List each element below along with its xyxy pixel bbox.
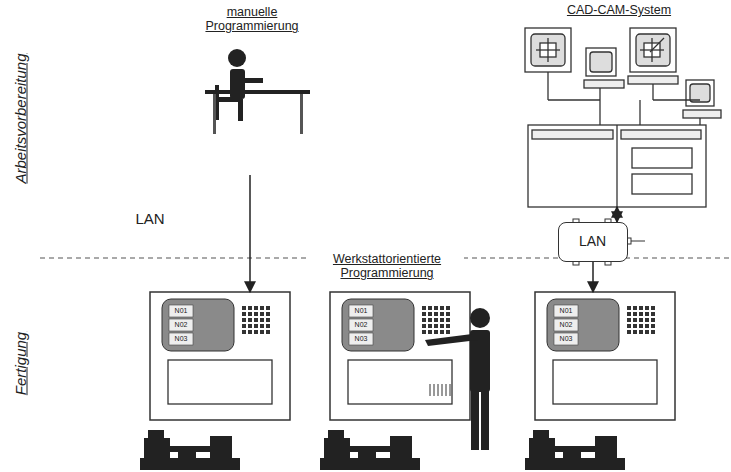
program-line: N01 <box>554 305 578 317</box>
node-label: LAN <box>579 233 606 249</box>
station-heading: CAD-CAM-System <box>542 3 696 17</box>
program-line: N01 <box>349 305 373 317</box>
station-node: N01N02N03 <box>535 292 675 420</box>
card-slot <box>430 384 450 396</box>
station-node: N01N02N03 <box>150 292 290 420</box>
connector-arrow <box>249 175 251 292</box>
edge-label: LAN <box>133 210 166 227</box>
program-line: N01 <box>169 305 193 317</box>
program-line: N03 <box>554 333 578 345</box>
network-box: LAN <box>558 222 628 262</box>
station-node: CAD-CAM-System <box>528 125 706 207</box>
program-line: N02 <box>554 319 578 331</box>
operator <box>425 308 490 450</box>
lathe-icon <box>320 430 420 470</box>
program-line: N03 <box>169 333 193 345</box>
lathe-icon <box>525 430 625 470</box>
lathe-icon <box>140 430 240 470</box>
station-node: Werkstattorientierte ProgrammierungN01N0… <box>330 292 470 420</box>
cad-workstations <box>525 28 721 207</box>
program-line: N03 <box>349 333 373 345</box>
connector-arrow <box>616 207 618 222</box>
connector-arrow <box>592 262 594 292</box>
station-node: manuelle Programmierung <box>190 45 310 175</box>
cnc-machine <box>330 292 470 420</box>
area-label: Fertigung <box>12 264 29 464</box>
cnc-machine <box>150 292 290 420</box>
person-at-desk <box>205 49 310 134</box>
area-label: Arbeitsvorbereitung <box>12 19 29 219</box>
station-heading: manuelle Programmierung <box>190 5 314 34</box>
station-heading: Werkstattorientierte Programmierung <box>310 252 464 281</box>
cnc-machine <box>535 292 675 420</box>
program-line: N02 <box>349 319 373 331</box>
program-line: N02 <box>169 319 193 331</box>
